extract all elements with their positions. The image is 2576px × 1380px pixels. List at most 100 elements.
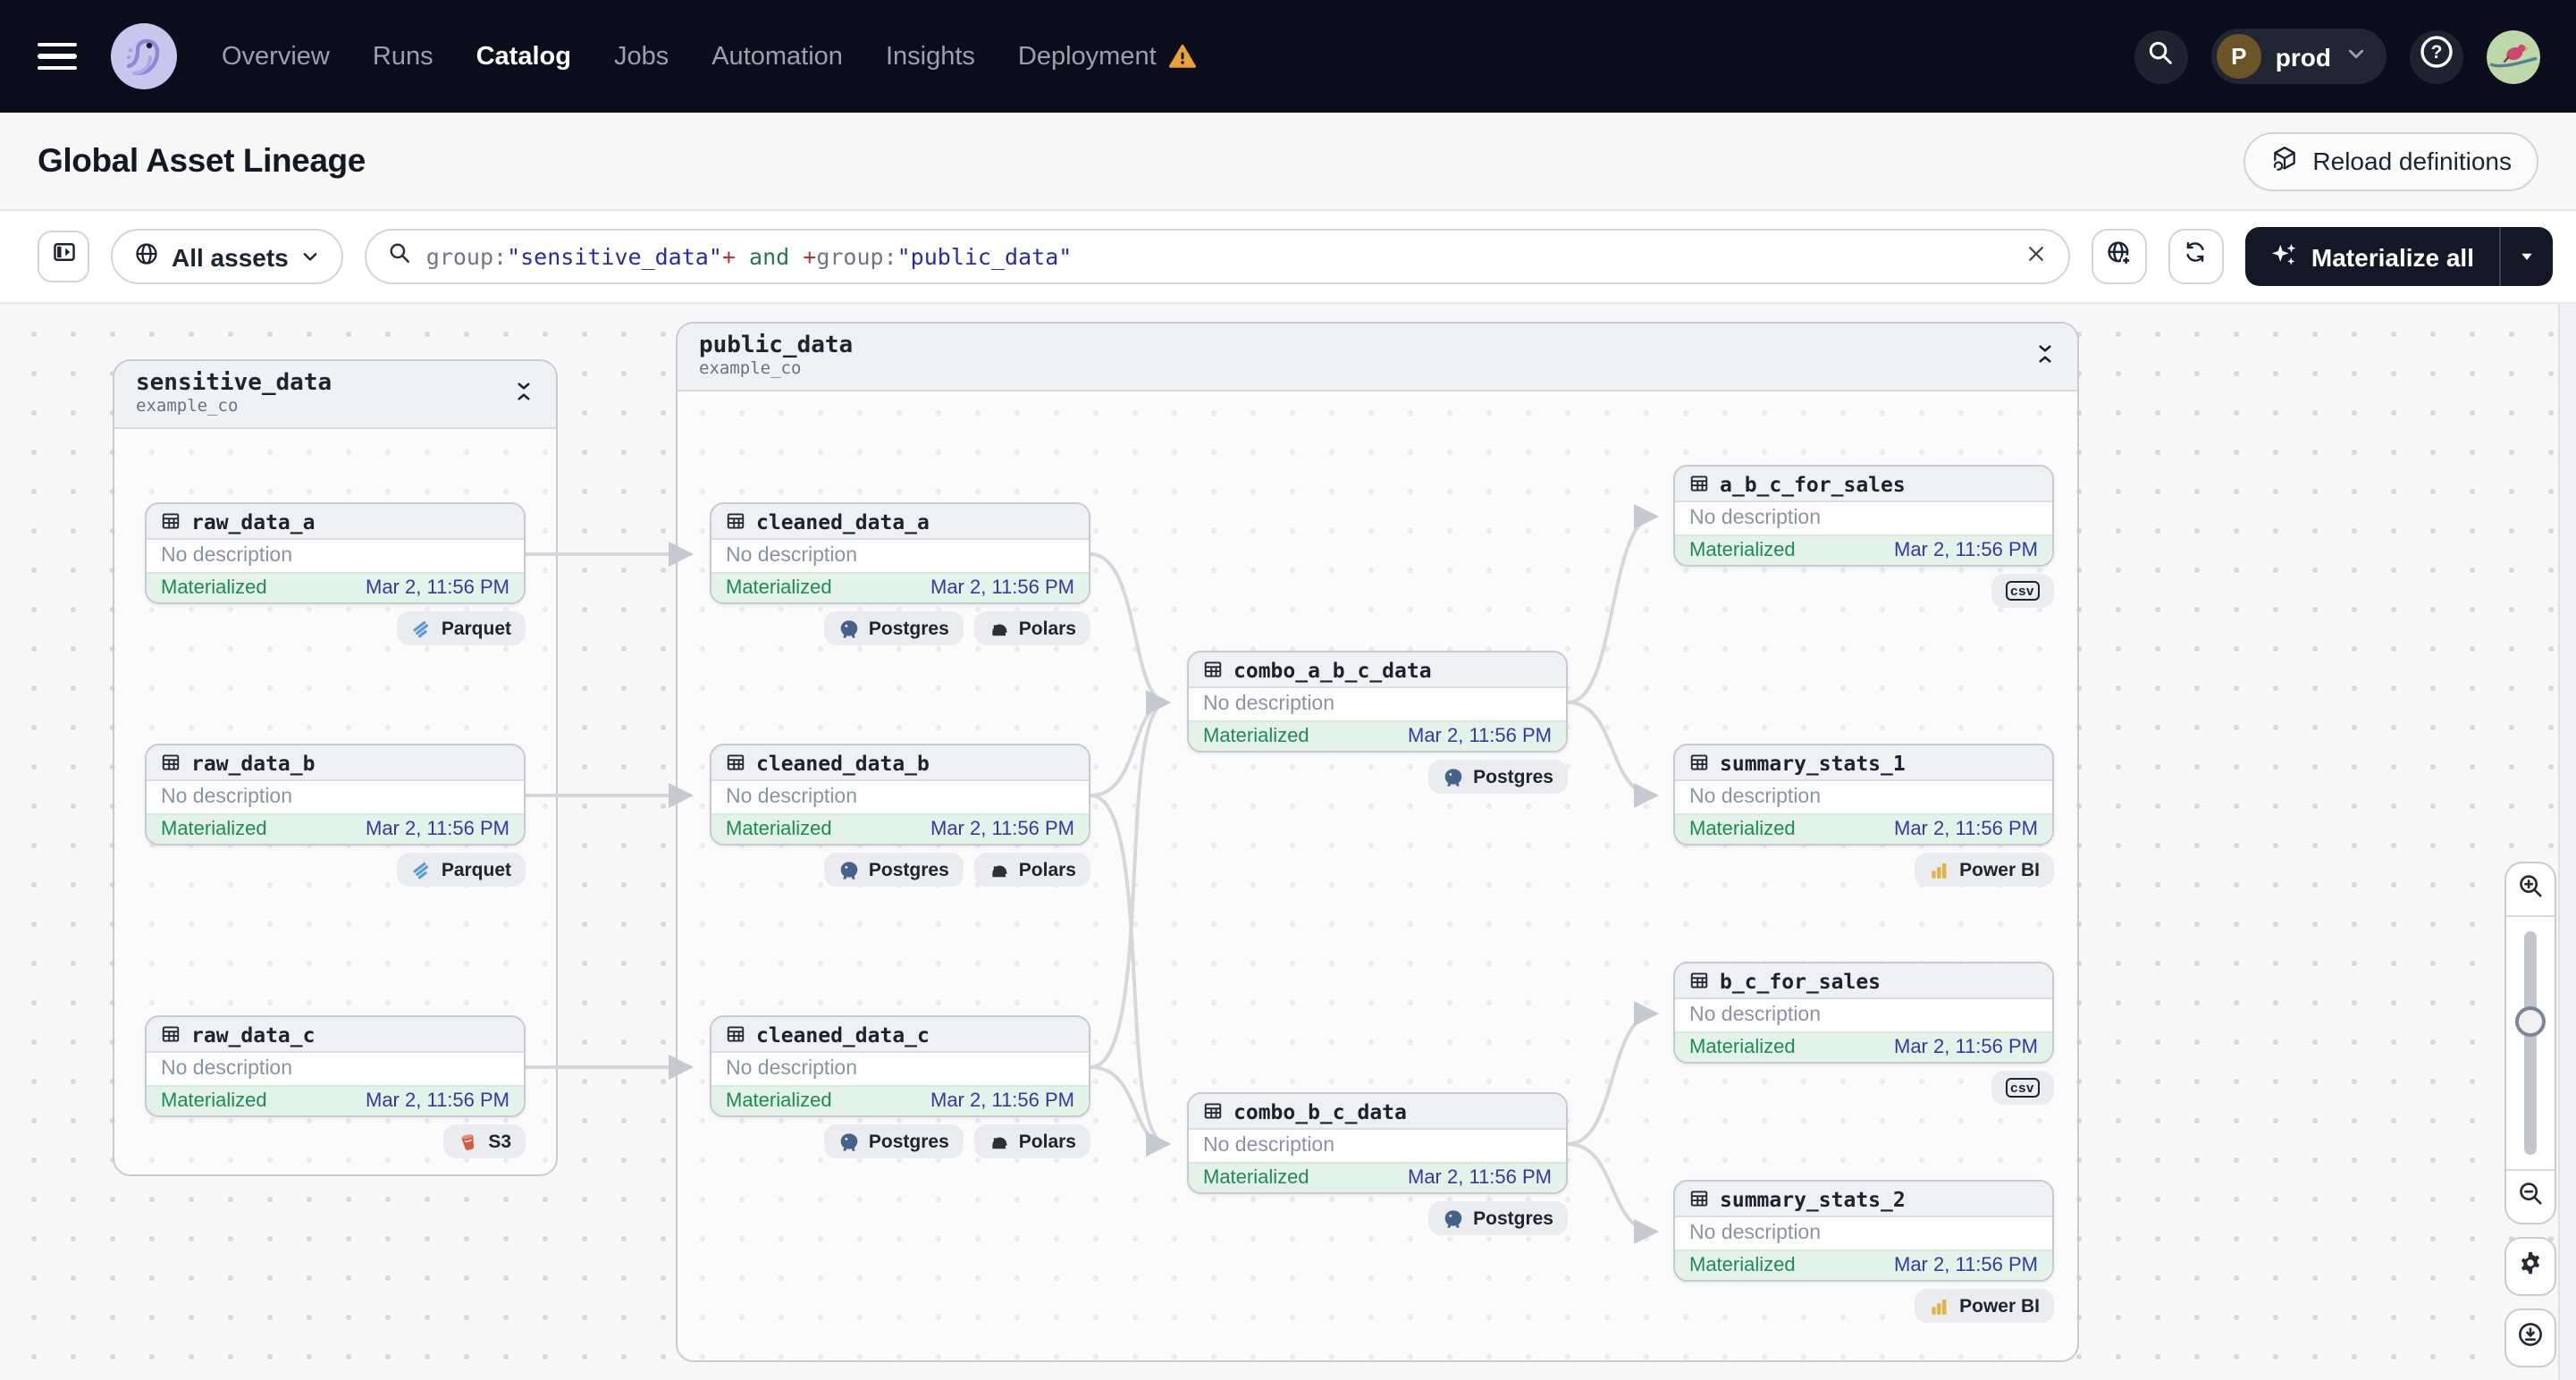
compute-kind-badges: csv [1673,1071,2054,1105]
nav-item-insights[interactable]: Insights [885,42,975,71]
asset-search-input[interactable]: group:"sensitive_data"+ and +group:"publ… [365,229,2070,284]
zoom-slider-track[interactable] [2524,931,2537,1155]
status-badge: Materialized [1689,1037,1796,1058]
nav-item-jobs[interactable]: Jobs [613,42,669,71]
group-header-public_data[interactable]: public_data example_co [678,324,2077,391]
scrollbar[interactable] [2558,304,2576,1380]
user-avatar[interactable] [2487,29,2540,83]
group-header-sensitive_data[interactable]: sensitive_data example_co [114,361,556,429]
deployment-switcher[interactable]: P prod [2210,29,2387,84]
zoom-in-button[interactable] [2506,863,2555,917]
materialization-timestamp: Mar 2, 11:56 PM [930,577,1074,599]
view-groups-button[interactable] [2091,229,2147,284]
clear-search-icon[interactable] [2025,240,2047,273]
asset-description: No description [726,1058,858,1080]
question-icon: ? [2410,25,2463,88]
csv-icon: csv [2005,1078,2040,1098]
csv-icon: csv [2005,581,2040,601]
postgres-badge: Postgres [1428,760,1568,794]
compute-kind-badges: csv [1673,574,2054,608]
asset-node-b_c_for_sales[interactable]: b_c_for_sales No description Materialize… [1673,962,2054,1064]
lineage-canvas[interactable]: sensitive_data example_co public_data ex… [0,304,2576,1380]
help-button[interactable]: ? [2410,29,2463,83]
top-nav: Overview Runs Catalog Jobs Automation Insight… [0,0,2576,113]
collapse-icon[interactable] [513,378,535,410]
polars-icon [989,618,1010,639]
polars-badge: Polars [973,611,1090,645]
table-icon [1203,1101,1223,1121]
dagster-logo-icon[interactable] [111,23,177,89]
asset-node-raw_data_a[interactable]: raw_data_a No description Materialized M… [145,502,526,604]
menu-icon[interactable] [38,42,77,71]
asset-description: No description [161,545,293,567]
polars-badge: Polars [973,1124,1090,1158]
zoom-out-icon [2517,1179,2544,1215]
compute-kind-badges: Postgres [1187,1201,1568,1235]
compute-kind-badges: Parquet [145,611,526,645]
polars-icon [989,859,1010,880]
asset-description: No description [161,1058,293,1080]
open-panel-button[interactable] [38,231,89,282]
zoom-out-button[interactable] [2506,1169,2555,1223]
asset-node-combo_b_c_data[interactable]: combo_b_c_data No description Materializ… [1187,1092,1568,1194]
refresh-button[interactable] [2168,229,2224,284]
asset-filter-dropdown[interactable]: All assets [111,229,344,284]
materialization-timestamp: Mar 2, 11:56 PM [366,819,509,840]
table-icon [161,1024,181,1044]
asset-node-cleaned_data_b[interactable]: cleaned_data_b No description Materializ… [710,744,1090,846]
asset-node-summary_stats_2[interactable]: summary_stats_2 No description Materiali… [1673,1180,2054,1282]
compute-kind-badges: Postgres [1187,760,1568,794]
postgres-icon [838,618,860,639]
search-query: group:"sensitive_data"+ and +group:"publ… [425,243,1073,270]
nav-item-runs[interactable]: Runs [372,42,434,71]
zoom-slider-handle[interactable] [2515,1006,2546,1037]
nav-item-overview[interactable]: Overview [222,42,330,71]
nav-item-catalog[interactable]: Catalog [476,42,571,71]
download-button[interactable] [2504,1308,2556,1367]
asset-node-combo_a_b_c_data[interactable]: combo_a_b_c_data No description Material… [1187,651,1568,753]
deployment-initial: P [2216,34,2261,79]
asset-name: cleaned_data_c [756,1022,930,1047]
materialize-options-caret[interactable] [2499,227,2553,286]
reload-definitions-button[interactable]: Reload definitions [2243,131,2538,190]
status-badge: Materialized [161,1090,267,1112]
table-icon [161,753,181,772]
parquet-icon [411,859,433,880]
asset-node-summary_stats_1[interactable]: summary_stats_1 No description Materiali… [1673,744,2054,846]
chevron-down-icon [2345,40,2367,72]
refresh-icon [2184,240,2209,273]
group-title: public_data [699,332,854,359]
table-icon [161,511,181,531]
asset-node-raw_data_c[interactable]: raw_data_c No description Materialized M… [145,1015,526,1117]
materialize-all-button[interactable]: Materialize all [2244,227,2553,286]
materialization-timestamp: Mar 2, 11:56 PM [1894,540,2038,561]
asset-node-cleaned_data_a[interactable]: cleaned_data_a No description Materializ… [710,502,1090,604]
postgres-icon [1443,1208,1464,1229]
search-icon [389,240,412,273]
status-badge: Materialized [1203,726,1309,747]
asset-node-a_b_c_for_sales[interactable]: a_b_c_for_sales No description Materiali… [1673,465,2054,567]
search-button[interactable] [2134,29,2188,83]
download-icon [2517,1320,2544,1356]
graph-settings-button[interactable] [2504,1237,2556,1296]
materialization-timestamp: Mar 2, 11:56 PM [1408,726,1552,747]
collapse-icon[interactable] [2034,341,2056,373]
table-icon [1203,660,1223,679]
asset-node-raw_data_b[interactable]: raw_data_b No description Materialized M… [145,744,526,846]
compute-kind-badges: Parquet [145,853,526,887]
nav-item-automation[interactable]: Automation [711,42,843,71]
status-badge: Materialized [1689,540,1796,561]
globe-plus-icon [2106,239,2133,274]
reload-cube-icon [2269,144,2298,178]
polars-icon [989,1131,1010,1152]
s3-icon [458,1131,479,1152]
parquet-icon [411,618,433,639]
asset-node-cleaned_data_c[interactable]: cleaned_data_c No description Materializ… [710,1015,1090,1117]
nav-item-deployment[interactable]: Deployment [1018,42,1196,71]
zoom-in-icon [2517,871,2544,907]
materialization-timestamp: Mar 2, 11:56 PM [930,1090,1074,1112]
group-repo: example_co [136,396,239,416]
postgres-icon [838,1131,860,1152]
